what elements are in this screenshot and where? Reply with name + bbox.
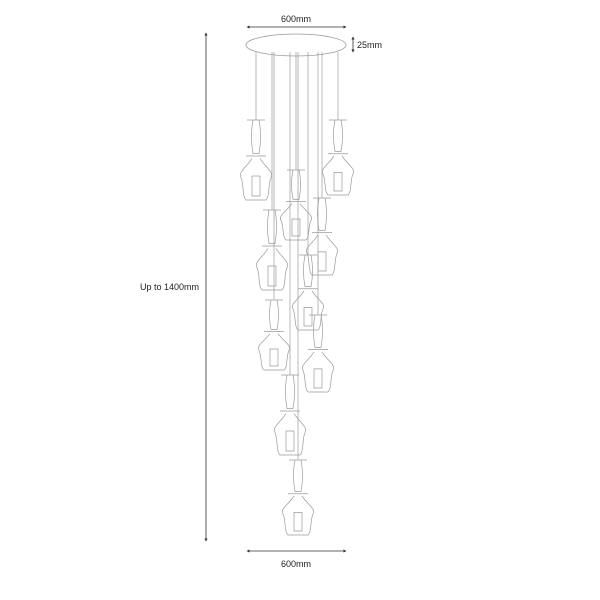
pendant-light — [274, 52, 306, 456]
glass-shade — [256, 209, 288, 291]
pendant-light — [306, 52, 338, 276]
glass-shade — [292, 254, 324, 331]
pendant-light — [322, 52, 354, 196]
pendant-light — [280, 52, 312, 241]
pendant-light — [240, 52, 272, 201]
glass-shade — [302, 314, 334, 393]
pendant-group — [240, 52, 354, 536]
canopy-height-label: 25mm — [357, 40, 382, 50]
pendant-light — [292, 52, 324, 331]
bottom-width-dimension: 600mm — [246, 549, 347, 569]
pendant-light — [256, 52, 288, 291]
pendant-light — [302, 52, 334, 393]
pendant-light — [258, 52, 290, 371]
top-width-dimension: 600mm — [246, 14, 347, 29]
canopy-height-dimension: 25mm — [351, 36, 382, 53]
glass-shade — [280, 169, 312, 241]
pendant-light — [282, 52, 314, 536]
glass-shade — [274, 374, 306, 456]
glass-shade — [306, 197, 338, 276]
bottom-width-label: 600mm — [281, 559, 311, 569]
glass-shade — [258, 299, 290, 371]
glass-shade — [282, 459, 314, 536]
top-width-label: 600mm — [281, 14, 311, 24]
drop-height-dimension: Up to 1400mm — [140, 32, 208, 542]
glass-shade — [240, 119, 272, 201]
glass-shade — [322, 119, 354, 196]
drop-height-label: Up to 1400mm — [140, 282, 199, 292]
